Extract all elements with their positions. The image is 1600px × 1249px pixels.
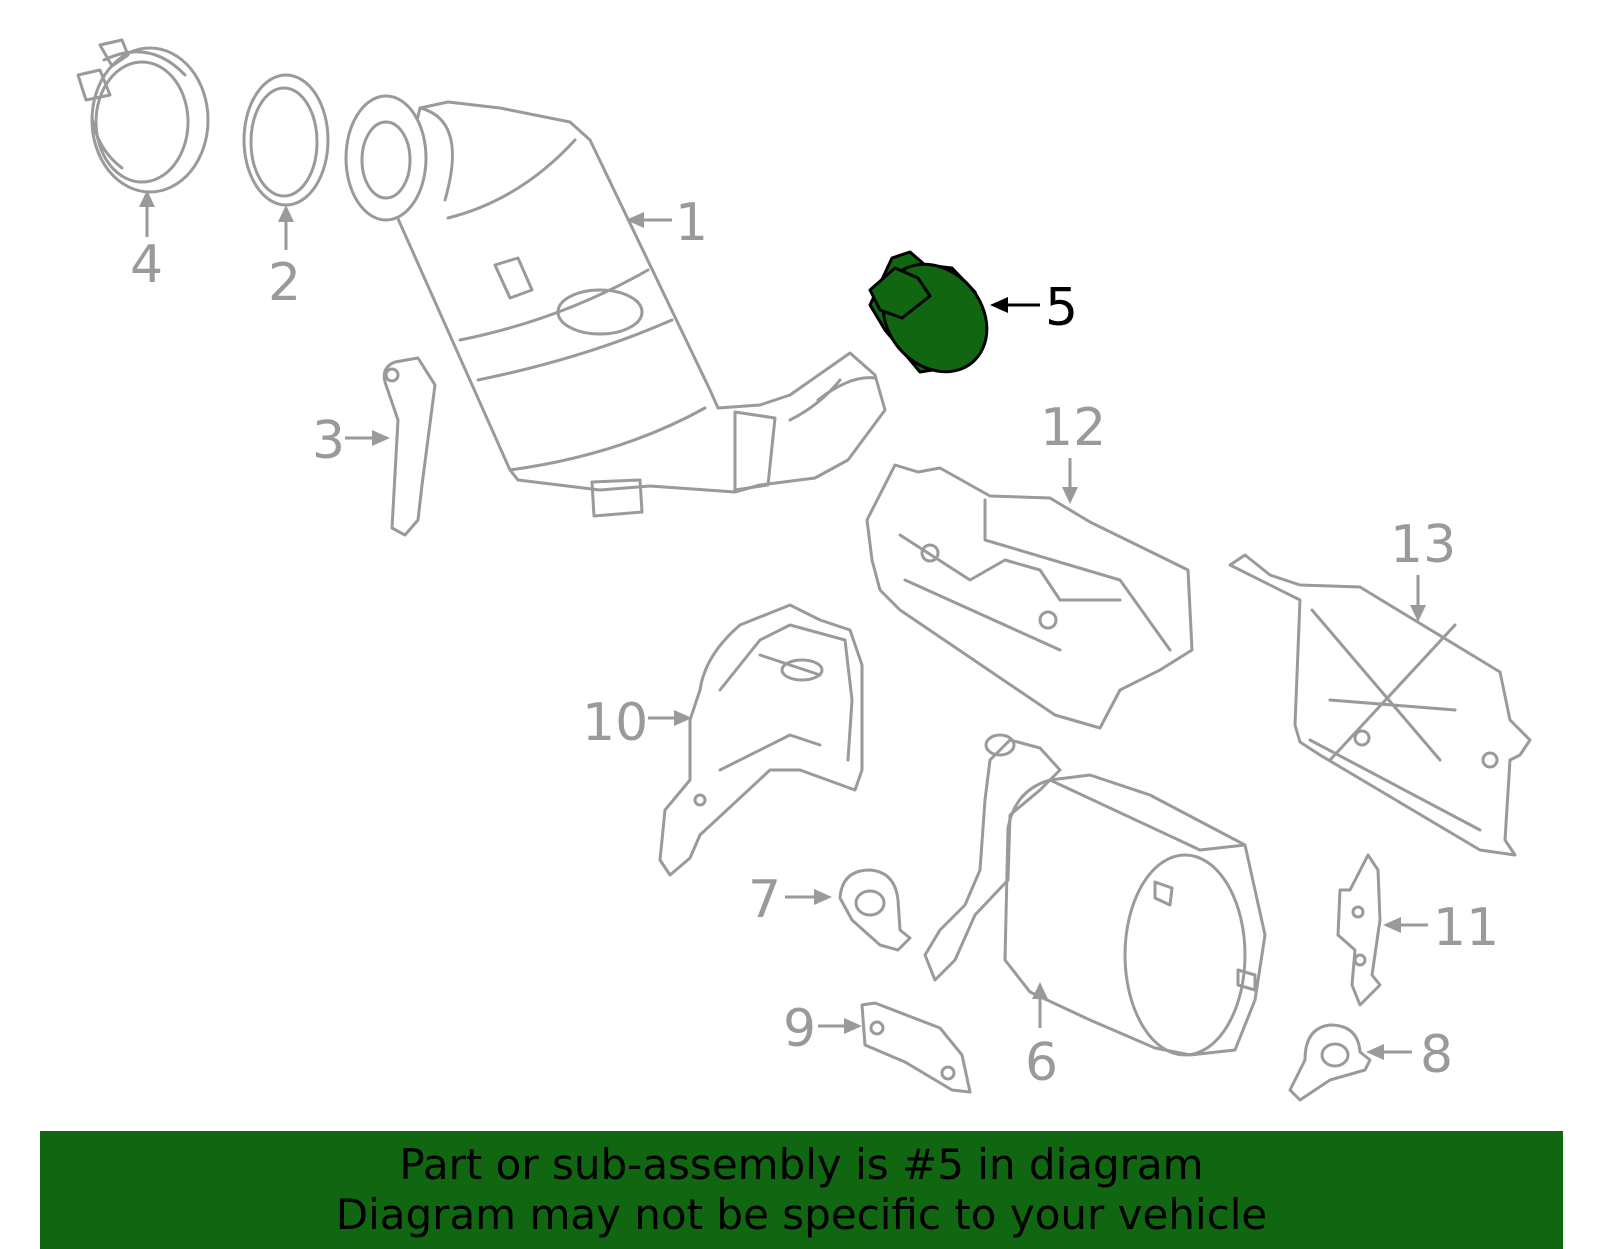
part-3-bracket xyxy=(382,356,437,537)
callout-6: 6 xyxy=(1025,982,1058,1093)
parts-diagram: 1 2 3 4 5 6 7 8 9 10 xyxy=(76,38,1532,1102)
callout-12: 12 xyxy=(1040,398,1106,504)
part-9-bracket xyxy=(860,1001,972,1094)
banner-line-1: Part or sub-assembly is #5 in diagram xyxy=(399,1140,1204,1189)
callout-4: 4 xyxy=(130,190,163,295)
callout-13: 13 xyxy=(1390,515,1456,622)
part-1-catalytic-converter xyxy=(344,94,887,518)
part-2-gasket xyxy=(242,73,330,207)
callout-label-6: 6 xyxy=(1025,1033,1058,1093)
callout-label-10: 10 xyxy=(582,693,648,753)
part-12-heat-shield xyxy=(865,463,1194,730)
callout-label-7: 7 xyxy=(748,870,781,930)
part-8-hanger xyxy=(1288,1023,1372,1102)
part-7-hanger xyxy=(838,868,912,952)
callout-label-11: 11 xyxy=(1433,898,1499,958)
callout-label-4: 4 xyxy=(130,235,163,295)
part-10-heat-shield xyxy=(658,603,864,877)
callout-8: 8 xyxy=(1366,1025,1453,1085)
callout-label-8: 8 xyxy=(1420,1025,1453,1085)
callout-3: 3 xyxy=(312,411,390,471)
callout-label-1: 1 xyxy=(675,193,708,253)
banner-line-2: Diagram may not be specific to your vehi… xyxy=(335,1190,1268,1239)
callout-label-13: 13 xyxy=(1390,515,1456,575)
part-5-clamp-highlighted xyxy=(868,250,989,374)
part-13-heat-shield xyxy=(1228,553,1532,857)
callout-label-2: 2 xyxy=(268,253,301,313)
callout-1: 1 xyxy=(626,193,708,253)
callout-10: 10 xyxy=(582,693,692,753)
part-4-clamp xyxy=(76,38,210,194)
callout-5: 5 xyxy=(990,278,1078,338)
part-11-bracket xyxy=(1336,853,1382,1007)
part-6-muffler xyxy=(923,733,1267,1057)
callout-9: 9 xyxy=(783,999,862,1059)
callout-label-9: 9 xyxy=(783,999,816,1059)
callout-7: 7 xyxy=(748,870,832,930)
callout-label-12: 12 xyxy=(1040,398,1106,458)
callout-11: 11 xyxy=(1383,898,1499,958)
info-banner: Part or sub-assembly is #5 in diagram Di… xyxy=(40,1131,1563,1249)
callout-label-5: 5 xyxy=(1045,278,1078,338)
callout-2: 2 xyxy=(268,205,301,313)
callout-label-3: 3 xyxy=(312,411,345,471)
